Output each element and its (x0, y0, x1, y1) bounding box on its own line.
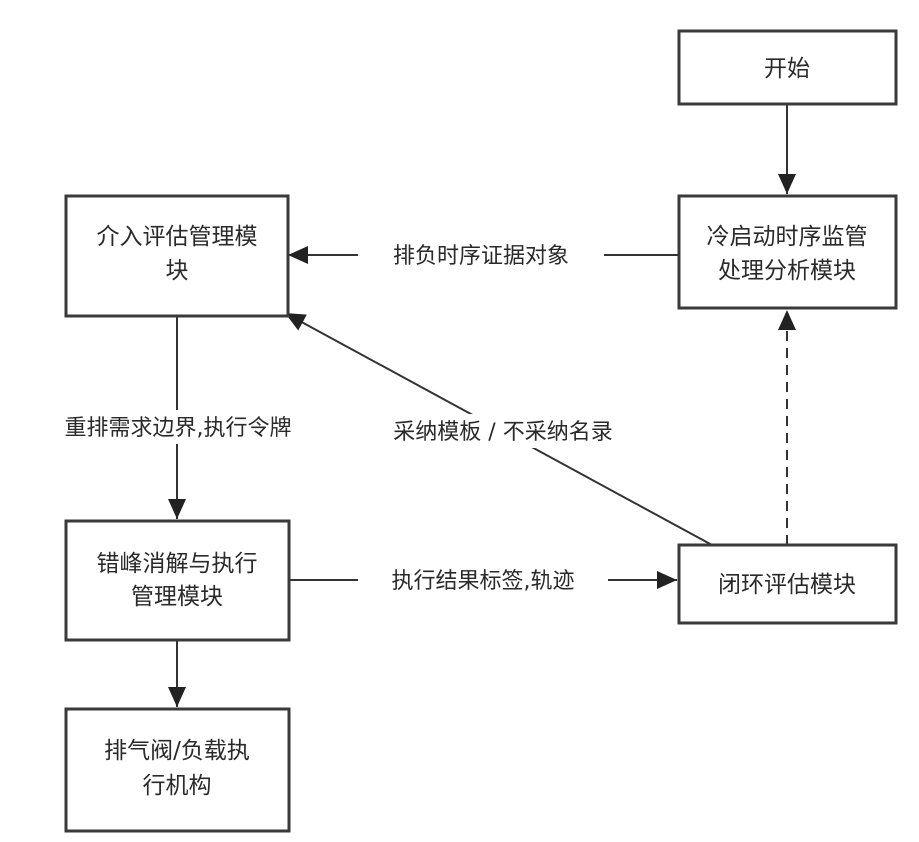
node-actuator-line-2: 行机构 (143, 773, 212, 799)
node-intervention-line-1: 介入评估管理模 (97, 224, 258, 250)
node-peak-shift-line-2: 管理模块 (131, 584, 223, 610)
node-start-line-1: 开始 (764, 56, 810, 82)
node-closed-loop: 闭环评估模块 (679, 545, 896, 623)
edge-label-result-trace: 执行结果标签,轨迹 (392, 569, 575, 594)
edge-label-load-evidence: 排负时序证据对象 (393, 244, 569, 269)
edge-label-rearrange-token: 重排需求边界,执行令牌 (65, 416, 292, 441)
node-actuator: 排气阀/负载执 行机构 (66, 709, 289, 831)
node-actuator-line-1: 排气阀/负载执 (104, 738, 250, 764)
node-intervention: 介入评估管理模 块 (66, 196, 288, 316)
node-intervention-line-2: 块 (166, 258, 189, 284)
node-peak-shift-line-1: 错峰消解与执行 (97, 551, 258, 577)
node-peak-shift: 错峰消解与执行 管理模块 (66, 521, 289, 640)
node-cold-start-line-2: 处理分析模块 (718, 258, 856, 284)
node-cold-start: 冷启动时序监管 处理分析模块 (679, 196, 896, 308)
node-start: 开始 (679, 31, 896, 104)
node-closed-loop-line-1: 闭环评估模块 (718, 572, 856, 598)
node-cold-start-line-1: 冷启动时序监管 (707, 224, 868, 250)
edge-label-adopt-template: 采纳模板 / 不采纳名录 (393, 420, 612, 445)
